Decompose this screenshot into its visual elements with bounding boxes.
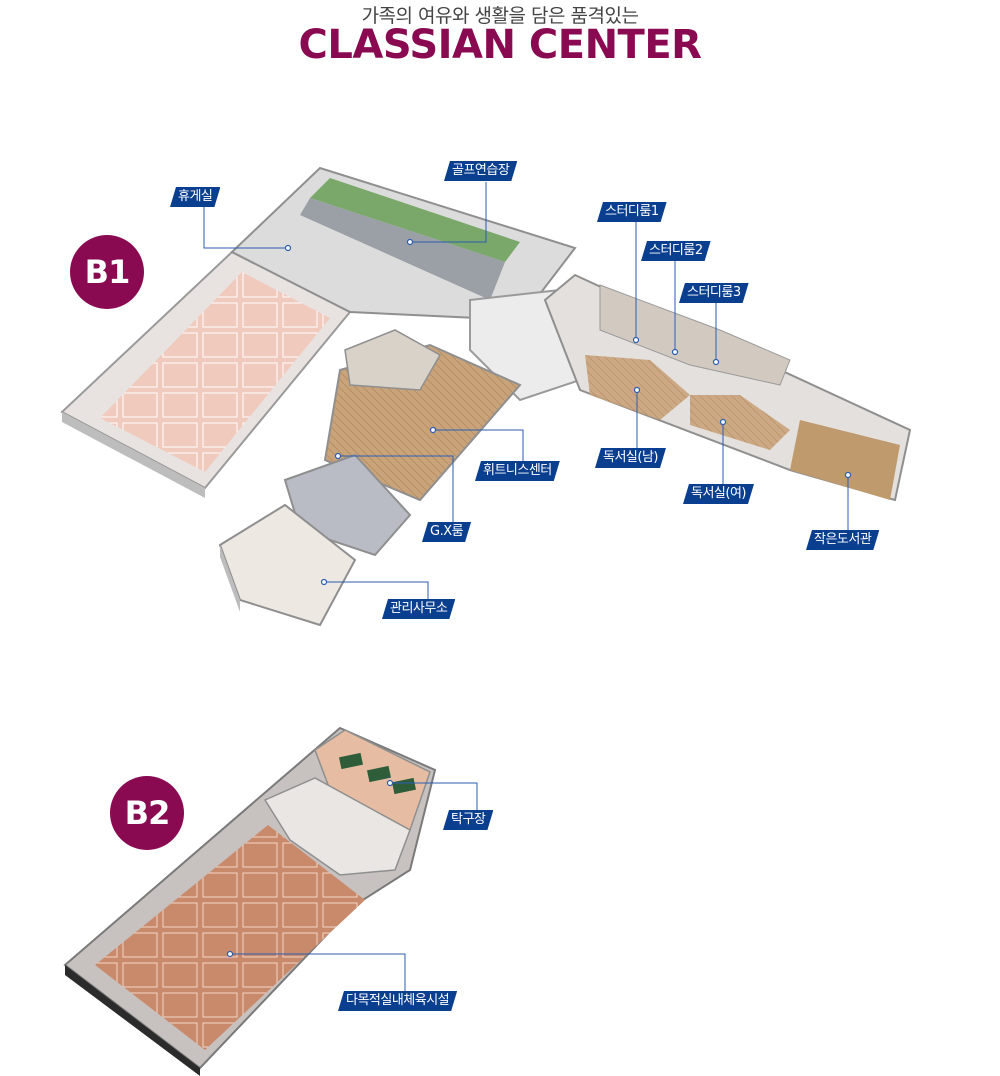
leader-fitness — [433, 429, 524, 462]
label-pingpong: 탁구장 — [443, 810, 493, 830]
b2-leader-dots — [226, 779, 394, 958]
b1-gym-floor — [100, 272, 330, 472]
label-sports: 다목적실내체육시설 — [338, 991, 457, 1011]
label-fitness: 휘트니스센터 — [475, 461, 560, 481]
label-library: 작은도서관 — [806, 530, 879, 550]
dot-reading-m — [633, 386, 641, 394]
floor-badge-b1: B1 — [70, 235, 144, 309]
label-golf: 골프연습장 — [444, 161, 517, 181]
leader-office — [324, 581, 429, 600]
label-lounge: 휴게실 — [170, 187, 220, 207]
dot-pingpong — [386, 779, 394, 787]
title-main: CLASSIAN — [298, 22, 516, 68]
b2-wall-left — [65, 965, 200, 1076]
b2-table-3 — [391, 777, 417, 795]
b2-floor-plan — [63, 726, 437, 1076]
b2-service-rooms — [263, 777, 411, 876]
leader-pingpong — [390, 782, 478, 812]
b2-sports-floor — [95, 825, 365, 1050]
b1-office-wall — [220, 545, 240, 612]
dot-fitness — [429, 426, 437, 434]
b1-golf-green — [310, 178, 520, 262]
leader-lounge — [203, 206, 288, 249]
dot-gx — [334, 452, 342, 460]
b2-table-2 — [366, 765, 392, 783]
dot-golf — [406, 238, 414, 246]
b1-leader-dots — [284, 238, 852, 586]
label-reading-m: 독서실(남) — [595, 448, 666, 468]
b2-leader-lines — [230, 782, 478, 992]
dot-reading-f — [719, 418, 727, 426]
page-subtitle: 가족의 여유와 생활을 담은 품격있는 — [361, 5, 639, 27]
b1-study-rooms — [599, 284, 791, 386]
b1-leader-lines — [203, 182, 849, 600]
label-study1: 스터디룸1 — [597, 202, 667, 222]
b2-table-1 — [338, 752, 364, 770]
label-study3: 스터디룸3 — [679, 283, 749, 303]
label-study2: 스터디룸2 — [641, 241, 711, 261]
dot-study1 — [632, 336, 640, 344]
label-gx: G.X룸 — [422, 522, 471, 542]
dot-study2 — [671, 348, 679, 356]
b1-fitness-rooms — [344, 329, 442, 391]
label-reading-f: 독서실(여) — [683, 484, 754, 504]
dot-sports — [226, 950, 234, 958]
label-office: 관리사무소 — [382, 599, 455, 619]
dot-office — [320, 578, 328, 586]
floor-badge-b2: B2 — [110, 776, 184, 850]
page-title: CLASSIAN CENTER — [0, 22, 1000, 68]
dot-library — [844, 471, 852, 479]
b1-library — [790, 420, 900, 500]
b1-gym-wall — [62, 412, 205, 498]
leader-gx — [338, 455, 454, 522]
b1-golf-bays — [300, 198, 505, 300]
dot-study3 — [712, 358, 720, 366]
dot-lounge — [284, 244, 292, 252]
b1-office — [218, 503, 357, 627]
title-sub: CENTER — [528, 22, 702, 68]
b1-reading-room-f — [690, 395, 790, 450]
leader-sports — [230, 953, 406, 992]
leader-golf — [410, 182, 487, 243]
